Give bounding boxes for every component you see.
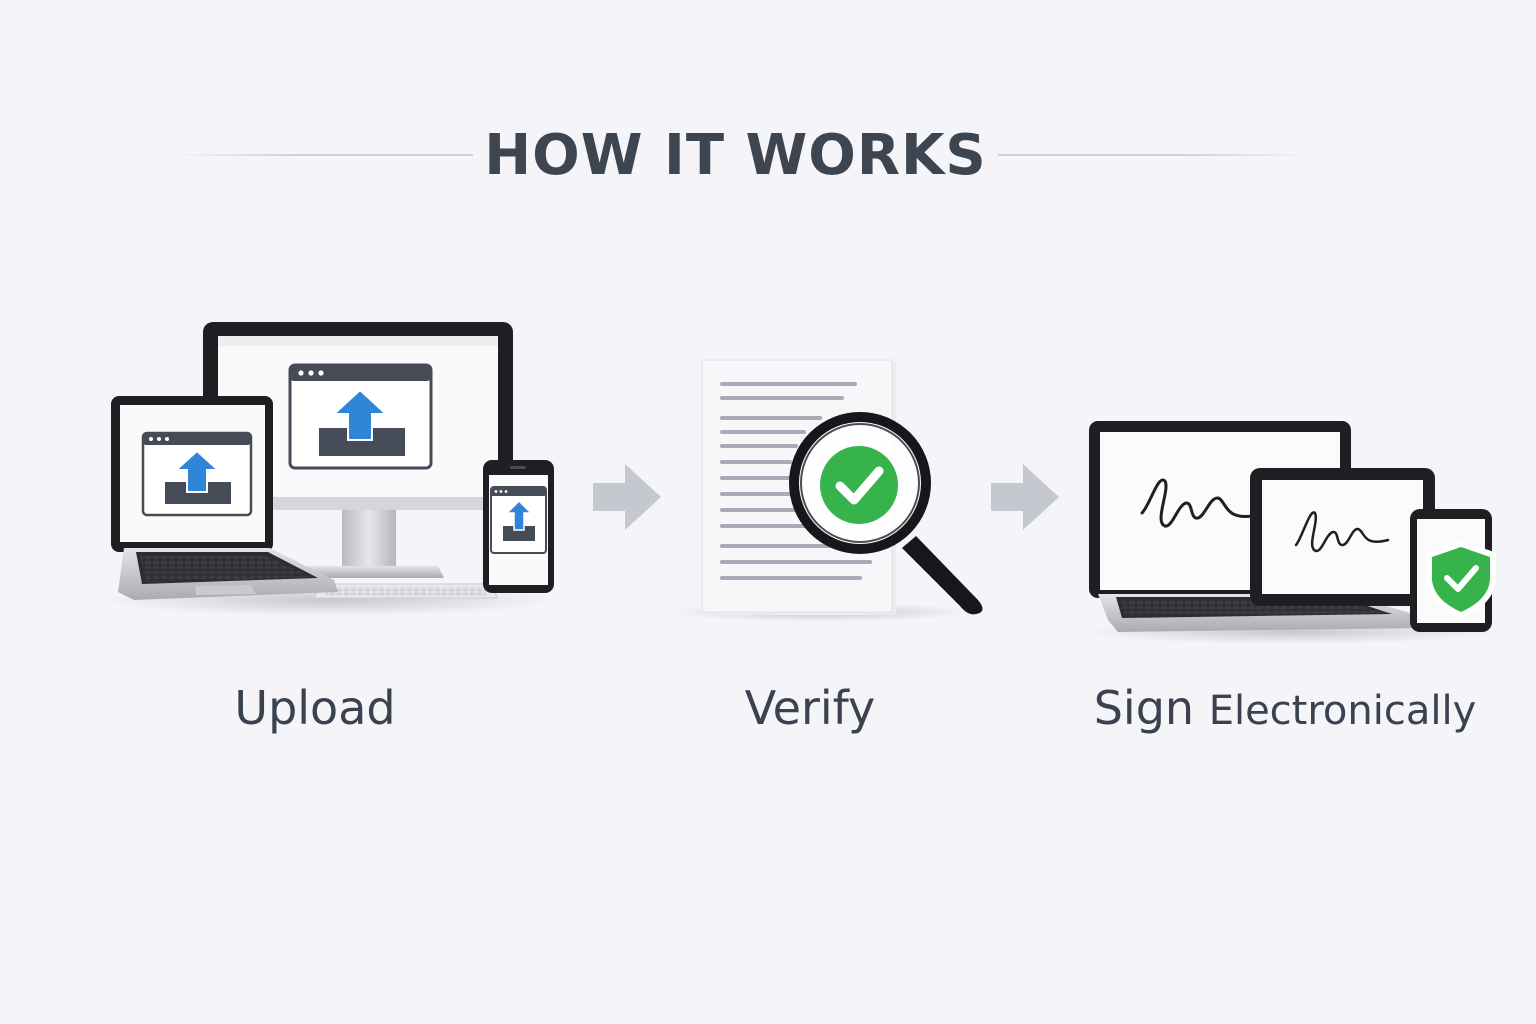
step-label-upload: Upload xyxy=(234,681,396,735)
smartphone-shield-icon xyxy=(1410,509,1496,632)
step-arrow-icon xyxy=(593,464,661,530)
step-label-verify: Verify xyxy=(744,681,876,735)
section-heading: HOW IT WORKS xyxy=(0,118,1536,194)
upload-devices-icon xyxy=(100,322,560,616)
heading-rule-left xyxy=(175,154,473,156)
laptop-icon xyxy=(111,396,338,600)
smartphone-icon xyxy=(483,460,554,593)
step-label-sign-main: Sign xyxy=(1093,681,1195,735)
step-label-sign: Sign Electronically xyxy=(1060,676,1510,740)
heading-rule-right xyxy=(998,154,1308,156)
step-label-sign-rest: Electronically xyxy=(1208,688,1477,734)
page-title: HOW IT WORKS xyxy=(484,123,987,188)
e-signature-devices-icon xyxy=(1080,421,1500,644)
magnifier-check-icon xyxy=(670,359,983,622)
step-arrow-icon xyxy=(991,464,1059,530)
tablet-signature-icon xyxy=(1250,468,1435,606)
